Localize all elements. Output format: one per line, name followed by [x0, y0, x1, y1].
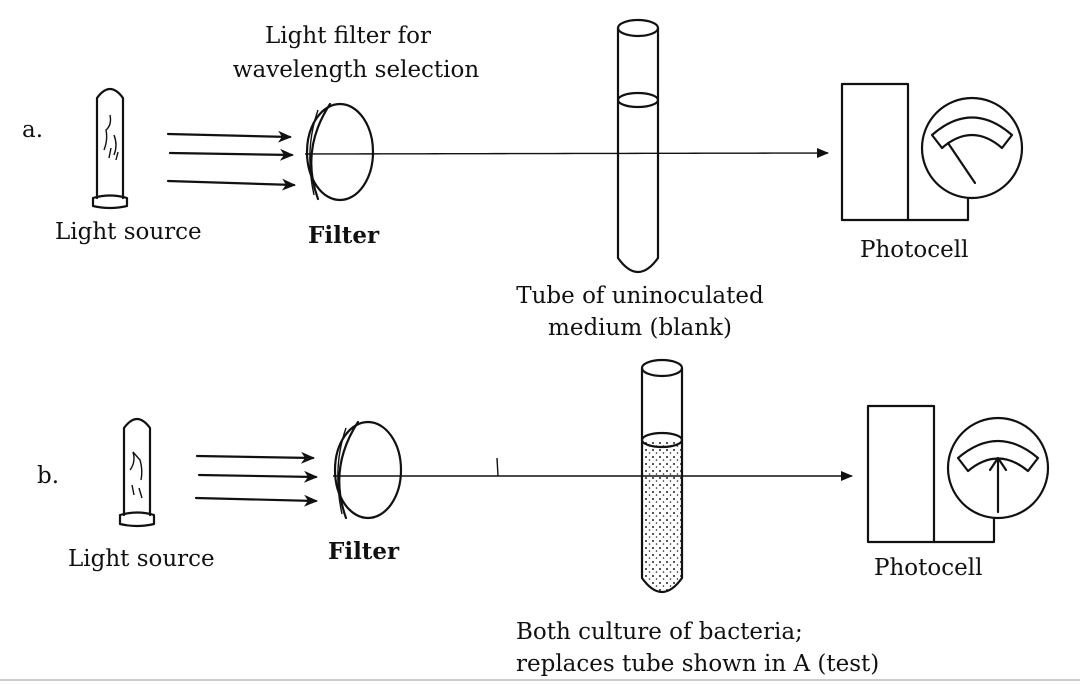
photocell-b — [866, 404, 1050, 544]
light-source-bulb-b — [118, 417, 156, 528]
panel-a — [91, 18, 1024, 274]
filter-disc-a — [305, 102, 375, 202]
culture-tube-label-line1: Both culture of bacteria; — [516, 619, 803, 645]
light-source-bulb-a — [91, 87, 129, 210]
light-beam-a — [304, 148, 829, 159]
light-source-label-b: Light source — [68, 546, 215, 572]
blank-tube-label-line2: medium (blank) — [548, 315, 732, 341]
panel-b — [118, 358, 1050, 594]
blank-tube-label-line1: Tube of uninoculated — [516, 283, 764, 309]
beam-tick — [496, 457, 499, 477]
filter-label-a: Filter — [308, 222, 380, 249]
panel-b-letter: b. — [37, 463, 60, 489]
blank-tube — [616, 18, 660, 274]
photocell-label-b: Photocell — [874, 555, 983, 581]
filter-caption-line2: wavelength selection — [232, 57, 480, 83]
light-arrows-a — [166, 130, 296, 191]
filter-disc-b — [333, 420, 403, 520]
light-arrows-b — [194, 451, 318, 507]
panel-a-letter: a. — [22, 117, 44, 143]
filter-caption-line1: Light filter for — [265, 23, 431, 49]
filter-label-b: Filter — [328, 538, 400, 565]
culture-tube — [640, 358, 684, 594]
culture-tube-label-line2: replaces tube shown in A (test) — [516, 651, 880, 677]
photocell-a — [840, 82, 1024, 222]
photocell-label-a: Photocell — [860, 237, 969, 263]
light-source-label-a: Light source — [55, 219, 202, 245]
